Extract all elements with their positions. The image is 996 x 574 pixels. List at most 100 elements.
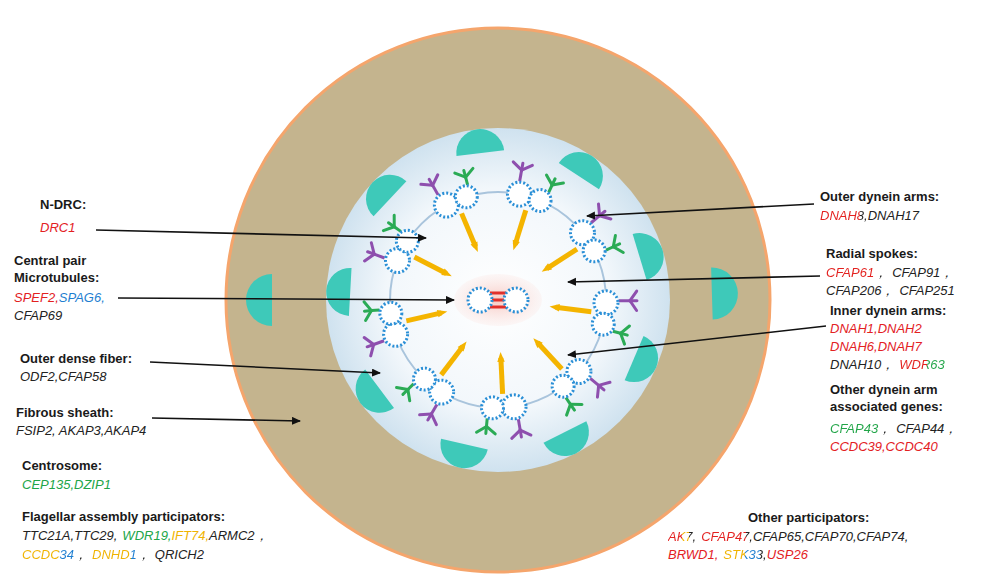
- group-heading-line: Centrosome:: [22, 457, 102, 474]
- gene-line: CFAP61，CFAP91，: [826, 264, 953, 281]
- dynein-arm: [371, 243, 374, 254]
- gene-name: SPAG6,: [59, 289, 105, 306]
- gene-line: SPEF2,SPAG6,: [14, 289, 105, 306]
- gene-name: AK7,: [668, 528, 696, 545]
- gene-line: CFAP206，CFAP251: [826, 282, 955, 299]
- dense-fiber: [366, 175, 406, 217]
- gene-name: USP26: [767, 546, 808, 563]
- dynein-arm: [397, 388, 408, 390]
- gene-name: CFAP61，: [826, 264, 887, 281]
- dynein-arm: [477, 426, 487, 432]
- group-heading: Outer dense fiber:: [20, 350, 132, 367]
- spoke-head: [471, 242, 478, 253]
- group-heading-line: Outer dense fiber:: [20, 350, 132, 367]
- gene-name: CFAP65,CFAP70,CFAP74,: [753, 528, 908, 545]
- group-heading: Flagellar assembly participators:: [22, 508, 225, 525]
- radial-spoke: [537, 343, 561, 369]
- dynein-arm: [433, 175, 438, 186]
- dense-fiber: [326, 268, 351, 316]
- gene-name: CEP135,DZIP1: [22, 476, 111, 493]
- group-heading: Centrosome:: [22, 457, 102, 474]
- spoke-head: [542, 263, 552, 271]
- gene-line: AK7, CFAP47,CFAP65,CFAP70,CFAP74,: [668, 528, 908, 545]
- gene-name: BRWD1,: [668, 546, 718, 563]
- dynein-arm: [597, 385, 598, 397]
- group-heading-line: Central pair Microtubules:: [14, 252, 118, 286]
- gene-name: CFAP206，: [826, 282, 894, 299]
- b-tubule: [552, 375, 574, 397]
- dynein-arm: [393, 215, 396, 227]
- gene-name: CFAP47,: [701, 528, 753, 545]
- dynein-arm: [520, 170, 522, 181]
- gene-name: CCDC39,CCDC40: [830, 438, 938, 455]
- gene-name: DNAH17: [868, 207, 919, 224]
- gene-name: TTC21A,TTC29,: [22, 527, 117, 544]
- dense-fiber: [356, 370, 394, 413]
- group-heading: Inner dynein arms:: [830, 302, 946, 319]
- group-heading-line: Other dynein arm associated genes:: [830, 381, 970, 415]
- group-heading: Central pair Microtubules:: [14, 253, 99, 285]
- dense-fiber: [246, 274, 272, 326]
- b-tubule: [455, 186, 477, 208]
- dense-fiber: [543, 421, 588, 456]
- gene-name: DNAH10，: [830, 356, 894, 373]
- gene-line: TTC21A,TTC29,WDR19,IFT74,ARMC2，: [22, 527, 268, 544]
- gene-line: CCDC34，DNHD1，QRICH2: [22, 546, 204, 563]
- dynein-arm: [466, 168, 473, 177]
- dynein-arm: [567, 404, 571, 415]
- group-heading: Other participators:: [748, 509, 869, 526]
- spoke-head: [550, 304, 560, 311]
- spoke-head: [441, 268, 451, 276]
- dynein-arm: [619, 299, 630, 302]
- radial-spoke: [501, 358, 503, 394]
- a-tubule: [502, 395, 526, 419]
- gene-name: SPEF2,: [14, 289, 59, 306]
- group-heading-line: Radial spokes:: [826, 245, 918, 262]
- gene-line: ODF2,CFAP58: [20, 368, 106, 385]
- gene-name: STK33,: [723, 546, 766, 563]
- gene-line: DRC1: [40, 219, 75, 236]
- gene-name: WDR63: [899, 356, 945, 373]
- gene-name: IFT74,: [171, 527, 209, 544]
- group-heading-line: Fibrous sheath:: [16, 404, 114, 421]
- gene-name: QRICH2: [155, 546, 204, 563]
- gene-line: CEP135,DZIP1: [22, 476, 111, 493]
- dynein-arm: [486, 426, 495, 433]
- gene-line: CFAP43，CFAP44，: [830, 420, 957, 437]
- gene-line: CCDC39,CCDC40: [830, 438, 938, 455]
- gene-line: DNAH1,DNAH2: [830, 320, 922, 337]
- fibrous-sheath-ring: [226, 28, 770, 572]
- dynein-arm: [431, 404, 437, 413]
- gene-name: ODF2,CFAP58: [20, 368, 106, 385]
- b-tubule: [380, 302, 402, 324]
- a-tubule: [594, 291, 618, 315]
- gene-line: DNAH8,DNAH17: [820, 207, 919, 224]
- spoke-head: [533, 338, 542, 348]
- radial-spoke: [547, 249, 577, 269]
- central-sheath: [454, 274, 542, 326]
- gene-line: BRWD1, STK33,USP26: [668, 546, 808, 563]
- dense-fiber: [559, 152, 603, 189]
- dynein-arm: [512, 430, 520, 438]
- b-tubule: [396, 230, 418, 252]
- radial-spoke: [414, 257, 446, 273]
- gene-name: CFAP43，: [830, 420, 891, 437]
- group-heading: Fibrous sheath:: [16, 404, 114, 421]
- radial-spoke: [556, 307, 592, 312]
- gene-name: DNHD1，: [92, 546, 150, 563]
- dynein-arm: [630, 291, 637, 301]
- gene-line: FSIP2, AKAP3,AKAP4: [16, 422, 146, 439]
- spoke-head: [458, 341, 467, 351]
- dynein-arm: [374, 341, 384, 345]
- dense-fiber: [625, 336, 658, 382]
- dynein-arm: [364, 302, 371, 311]
- group-heading: Radial spokes:: [826, 245, 918, 262]
- dynein-arm: [591, 216, 599, 223]
- group-heading: Outer dynein arms:: [820, 188, 939, 205]
- gene-name: WDR19,: [122, 527, 171, 544]
- group-heading: N-DRC:: [40, 196, 86, 213]
- gene-name: CFAP69: [14, 307, 62, 324]
- b-tubule: [583, 240, 605, 262]
- group-heading-line: N-DRC:: [40, 196, 86, 213]
